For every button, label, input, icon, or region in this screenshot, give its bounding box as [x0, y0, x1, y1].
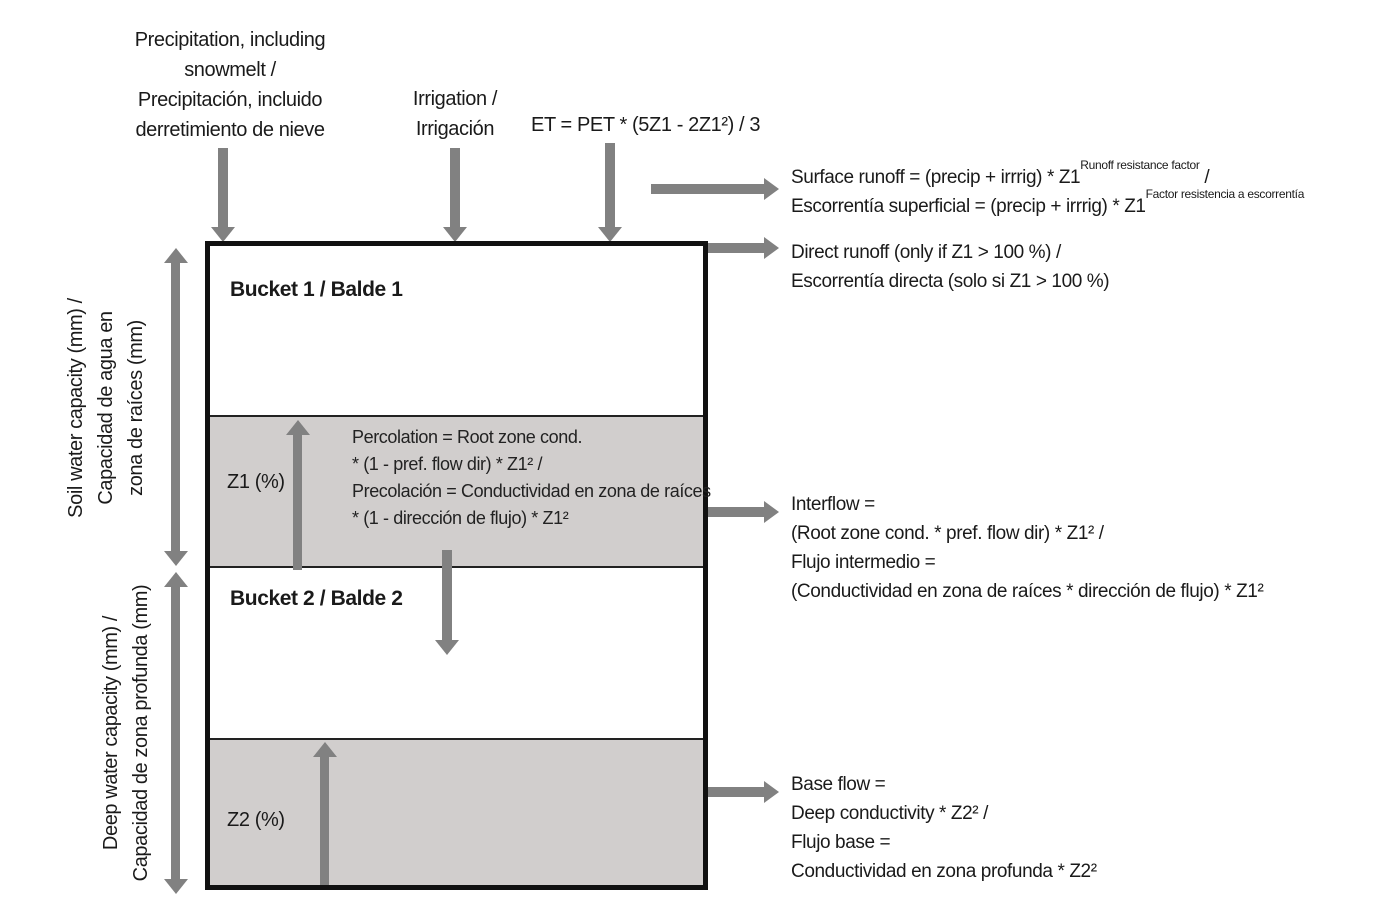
et-formula-label: ET = PET * (5Z1 - 2Z1²) / 3 [531, 114, 761, 136]
surface-runoff-line: Escorrentía superficial = (precip + irrr… [791, 186, 1305, 217]
irrigation-label-line: Irrigation / [412, 88, 498, 110]
percolation-formula-line: Precolación = Conductividad en zona de r… [352, 481, 711, 501]
irrigation-label-line: Irrigación [415, 118, 495, 140]
soil-water-capacity-line: Capacidad de agua en [95, 311, 117, 505]
percolation-formula-line: Percolation = Root zone cond. [352, 427, 583, 447]
surface-runoff-annotation: Surface runoff = (precip + irrrig) * Z1R… [791, 157, 1305, 221]
runoff-resistance-factor-superscript: Runoff resistance factor [1080, 157, 1200, 172]
z1-label: Z1 (%) [227, 471, 285, 493]
bucket2-label: Bucket 2 / Balde 2 [230, 587, 403, 610]
soil-water-capacity-line: Soil water capacity (mm) / [65, 298, 87, 518]
z1-band [210, 415, 703, 568]
direct-runoff-line: Escorrentía directa (solo si Z1 > 100 %) [791, 271, 1110, 292]
z2-label: Z2 (%) [227, 809, 285, 831]
soil-water-capacity-label: Soil water capacity (mm) / Capacidad de … [61, 243, 153, 573]
bucket-box [205, 241, 708, 890]
precipitation-label-line: derretimiento de nieve [135, 119, 325, 141]
base-flow-line: Flujo base = [791, 832, 891, 853]
interflow-line: (Conductividad en zona de raíces * direc… [791, 581, 1264, 602]
base-flow-line: Deep conductivity * Z2² / [791, 803, 988, 824]
deep-water-capacity-label: Deep water capacity (mm) / Capacidad de … [96, 562, 158, 904]
surface-runoff-line: Surface runoff = (precip + irrrig) * Z1R… [791, 157, 1210, 188]
direct-runoff-line: Direct runoff (only if Z1 > 100 %) / [791, 242, 1061, 263]
deep-water-capacity-line: Deep water capacity (mm) / [100, 615, 122, 851]
base-flow-line: Conductividad en zona profunda * Z2² [791, 861, 1097, 882]
precipitation-label: Precipitation, including snowmelt / Prec… [80, 25, 380, 145]
interflow-annotation: Interflow = (Root zone cond. * pref. flo… [791, 490, 1264, 606]
interflow-line: Flujo intermedio = [791, 552, 936, 573]
base-flow-line: Base flow = [791, 774, 886, 795]
precipitation-label-line: Precipitación, incluido [137, 89, 323, 111]
z2-band [210, 738, 703, 885]
bucket1-label: Bucket 1 / Balde 1 [230, 278, 403, 301]
percolation-formula: Percolation = Root zone cond. * (1 - pre… [352, 424, 711, 532]
interflow-line: (Root zone cond. * pref. flow dir) * Z1²… [791, 523, 1104, 544]
precipitation-label-line: Precipitation, including [134, 29, 326, 51]
irrigation-label: Irrigation / Irrigación [380, 84, 530, 144]
percolation-formula-line: * (1 - dirección de flujo) * Z1² [352, 508, 569, 528]
interflow-line: Interflow = [791, 494, 875, 515]
soil-water-capacity-line: zona de raíces (mm) [125, 320, 147, 496]
base-flow-annotation: Base flow = Deep conductivity * Z2² / Fl… [791, 770, 1097, 886]
runoff-resistance-factor-superscript-es: Factor resistencia a escorrentía [1145, 186, 1305, 201]
precipitation-label-line: snowmelt / [184, 59, 276, 81]
percolation-formula-line: * (1 - pref. flow dir) * Z1² / [352, 454, 543, 474]
direct-runoff-annotation: Direct runoff (only if Z1 > 100 %) / Esc… [791, 238, 1110, 296]
deep-water-capacity-line: Capacidad de zona profunda (mm) [130, 584, 152, 882]
